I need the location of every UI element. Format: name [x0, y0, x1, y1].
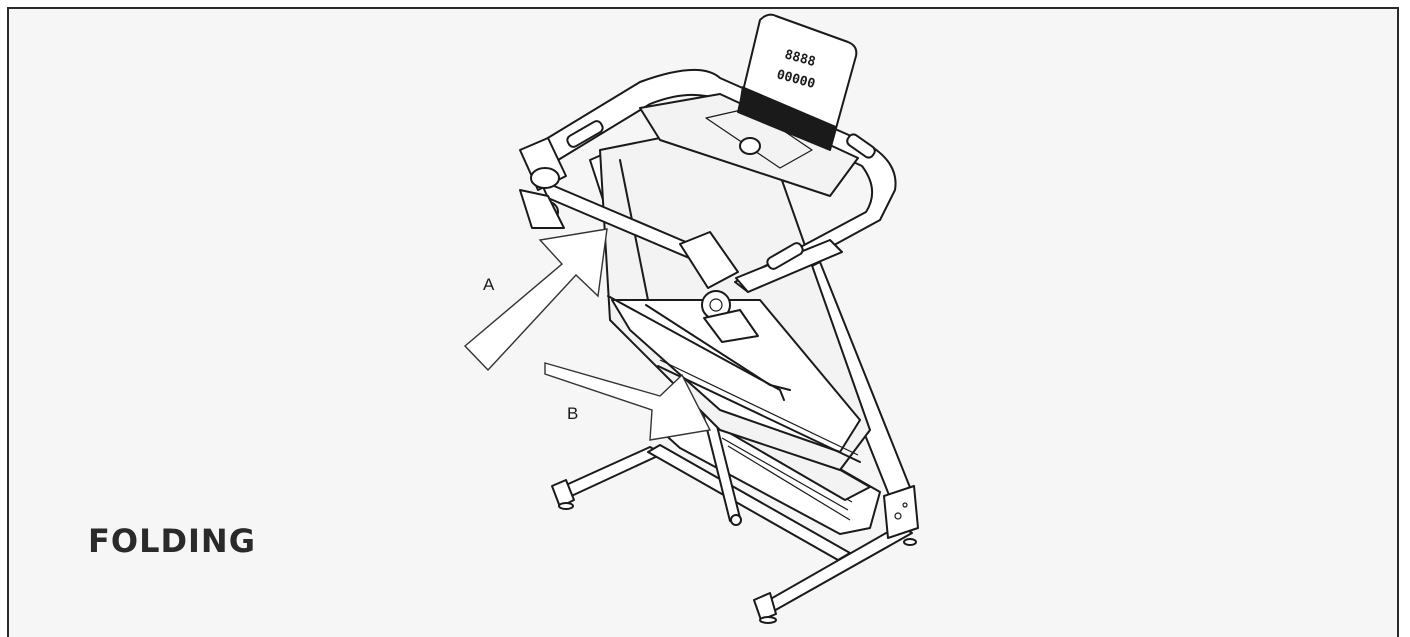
arrow-a-icon: [463, 228, 608, 372]
console-display: 8888 00000: [737, 13, 858, 151]
arrow-b-icon: [544, 362, 712, 441]
treadmill-base: [551, 444, 917, 624]
callout-b: B: [567, 404, 579, 423]
section-title: FOLDING: [88, 522, 256, 560]
callout-a: A: [483, 275, 495, 294]
